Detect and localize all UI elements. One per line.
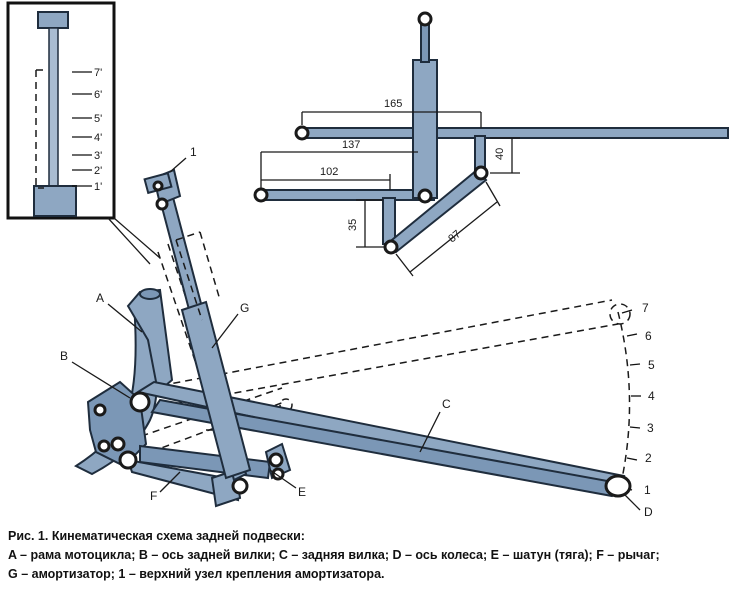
label-top-mount-1: 1 (190, 145, 197, 159)
label-axle-d: D (644, 505, 653, 519)
top-schematic: 165 137 102 40 35 87 (253, 11, 729, 277)
wheel-pos-7: 7 (642, 301, 649, 315)
main-suspension-view: 7 6 5 4 3 2 1 (71, 157, 655, 511)
inset-scale-1: 1' (94, 181, 102, 193)
dim-40: 40 (494, 148, 506, 160)
inset-scale-5: 5' (94, 113, 102, 125)
caption-legend-1: A – рама мотоцикла; B – ось задней вилки… (8, 548, 660, 562)
caption-legend-2: G – амортизатор; 1 – верхний узел крепле… (8, 567, 385, 581)
inset-leader-lines (107, 217, 161, 265)
figure-caption: Рис. 1. Кинематическая схема задней подв… (8, 527, 746, 584)
inset-scale-6: 6' (94, 89, 102, 101)
wheel-pos-1: 1 (644, 483, 651, 497)
dim-165: 165 (384, 98, 402, 110)
label-pivot-b: B (60, 349, 68, 363)
inset-scale-7: 7' (94, 67, 102, 79)
wheel-pos-6: 6 (645, 329, 652, 343)
dim-102: 102 (320, 166, 338, 178)
inset-scale-3: 3' (94, 150, 102, 162)
wheel-pos-2: 2 (645, 451, 652, 465)
dim-35: 35 (347, 219, 359, 231)
dim-137: 137 (342, 139, 360, 151)
label-swingarm-c: C (442, 397, 451, 411)
wheel-pos-5: 5 (648, 358, 655, 372)
label-frame-a: A (96, 291, 104, 305)
inset-tick-marks (72, 71, 92, 187)
label-link-e: E (298, 485, 306, 499)
wheel-pos-4: 4 (648, 389, 655, 403)
inset-scale-2: 2' (94, 165, 102, 177)
label-shock-g: G (240, 301, 249, 315)
caption-title: Рис. 1. Кинематическая схема задней подв… (8, 529, 305, 543)
inset-scale-panel: 7' 6' 5' 4' 3' 2' 1' (6, 1, 116, 220)
wheel-pos-3: 3 (647, 421, 654, 435)
label-lever-f: F (150, 489, 157, 503)
inset-scale-4: 4' (94, 132, 102, 144)
